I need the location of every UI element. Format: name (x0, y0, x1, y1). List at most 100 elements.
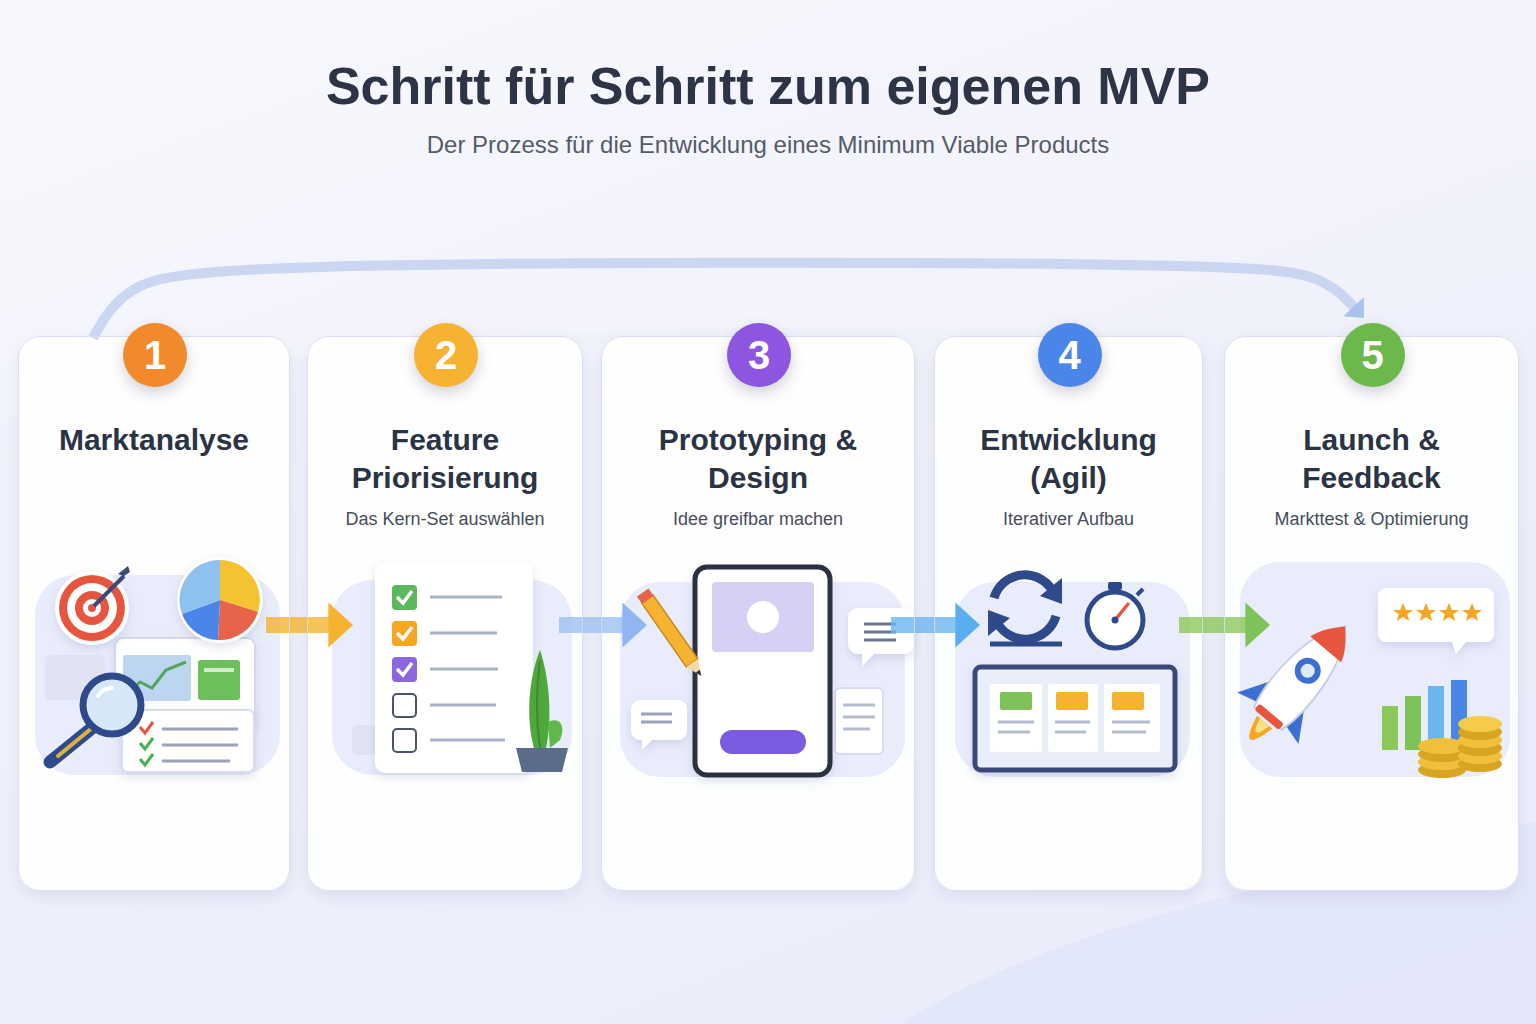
market-analysis-illustration (162, 744, 238, 747)
market-analysis-illustration (198, 660, 240, 700)
agile-illustration (990, 642, 1062, 647)
step-number-badge: 2 (414, 323, 478, 387)
checklist-illustration (393, 694, 416, 717)
step-heading: Marktanalyse (38, 421, 270, 459)
step-card: Marktanalyse1 (18, 336, 290, 891)
market-analysis-illustration (177, 557, 263, 643)
market-analysis-illustration (118, 566, 130, 576)
prototype-illustration (843, 704, 875, 707)
checklist-illustration (548, 720, 562, 748)
agile-illustration (1112, 731, 1146, 734)
market-analysis-illustration (162, 760, 230, 763)
arrow-shaft (266, 617, 331, 633)
step-heading: Feature Priorisierung (329, 421, 561, 496)
prototype-illustration (843, 716, 875, 719)
arrow-shaft (1179, 617, 1248, 633)
launch-illustration (1378, 588, 1494, 654)
step-subtitle: Markttest & Optimierung (1225, 508, 1518, 531)
arrow-head (1343, 297, 1364, 318)
launch-illustration (1439, 603, 1459, 621)
checklist-illustration (430, 668, 498, 671)
checklist-illustration (430, 704, 496, 707)
agile-illustration (1112, 692, 1144, 710)
flow-arrow (266, 603, 353, 648)
checklist-illustration (430, 739, 505, 742)
step-heading: Entwicklung (Agil) (953, 421, 1185, 496)
launch-illustration (1416, 603, 1436, 621)
prototype-illustration (835, 688, 883, 754)
launch-illustration (1393, 603, 1413, 621)
market-analysis-illustration (162, 728, 238, 731)
step-number-badge: 1 (123, 323, 187, 387)
agile-illustration (1040, 578, 1062, 604)
launch-illustration (1250, 612, 1362, 733)
prototype-illustration (642, 595, 698, 667)
prototype-illustration (637, 588, 654, 603)
prototype-illustration (843, 728, 870, 731)
checklist-illustration (397, 591, 412, 603)
checklist-illustration (393, 729, 416, 752)
launch-illustration (1458, 716, 1502, 732)
launch-illustration (1289, 652, 1326, 689)
market-analysis-illustration (58, 728, 92, 756)
step-number: 4 (1058, 335, 1080, 375)
agile-illustration (1055, 721, 1090, 724)
checklist-illustration (529, 650, 549, 748)
agile-illustration (955, 575, 1190, 777)
agile-illustration (1056, 692, 1088, 710)
market-analysis-illustration (140, 722, 153, 733)
step-subtitle: Idee greifbar machen (602, 508, 914, 531)
step-number: 2 (435, 335, 457, 375)
step-subtitle: Das Kern-Set auswählen (308, 508, 582, 531)
step-card: Feature PriorisierungDas Kern-Set auswäh… (307, 336, 583, 891)
step-number-badge: 4 (1038, 323, 1102, 387)
agile-illustration (998, 731, 1030, 734)
market-analysis-illustration (50, 728, 92, 762)
agile-illustration (998, 721, 1034, 724)
step-number-badge: 5 (1341, 323, 1405, 387)
agile-illustration (990, 684, 1042, 752)
agile-illustration (1104, 684, 1160, 752)
agile-illustration (1112, 617, 1119, 624)
agile-illustration (1087, 592, 1143, 648)
checklist-illustration (397, 663, 412, 675)
prototype-illustration (637, 588, 707, 680)
flow-arrow (891, 603, 980, 648)
arrow-shaft (891, 617, 958, 633)
agile-illustration (1000, 692, 1032, 710)
prototype-illustration (641, 713, 672, 716)
prototype-illustration (641, 721, 672, 724)
step-number: 3 (748, 335, 770, 375)
market-analysis-illustration (122, 710, 254, 772)
checklist-illustration (537, 660, 540, 748)
card-fill (18, 336, 290, 891)
checklist-illustration (430, 632, 497, 635)
card-fill (934, 336, 1203, 891)
prototype-illustration (631, 700, 687, 750)
step-subtitle: Iterativer Aufbau (935, 508, 1202, 531)
launch-illustration (1405, 696, 1421, 750)
step-heading: Launch & Feedback (1256, 421, 1488, 496)
agile-illustration (1055, 731, 1086, 734)
checklist-illustration (375, 563, 533, 773)
launch-illustration (1298, 661, 1318, 681)
step-number: 5 (1361, 335, 1383, 375)
step-card: Prototyping & DesignIdee greifbar machen… (601, 336, 915, 891)
agile-illustration (1048, 684, 1098, 752)
prototype-illustration (712, 582, 814, 652)
checklist-illustration (430, 596, 502, 599)
prototype-illustration (620, 567, 914, 777)
arrow-head (622, 603, 647, 648)
step-card: Launch & FeedbackMarkttest & Optimierung… (1224, 336, 1519, 891)
market-analysis-illustration (98, 688, 112, 696)
diagram-subtitle: Der Prozess für die Entwicklung eines Mi… (0, 131, 1536, 159)
agile-illustration (1108, 582, 1122, 590)
agile-illustration (955, 582, 1190, 777)
arrow-head (328, 603, 353, 648)
market-analysis-illustration (35, 557, 280, 775)
launch-illustration (1240, 562, 1510, 777)
checklist-illustration (392, 621, 417, 646)
agile-illustration (1137, 589, 1143, 595)
checklist-illustration (392, 585, 417, 610)
